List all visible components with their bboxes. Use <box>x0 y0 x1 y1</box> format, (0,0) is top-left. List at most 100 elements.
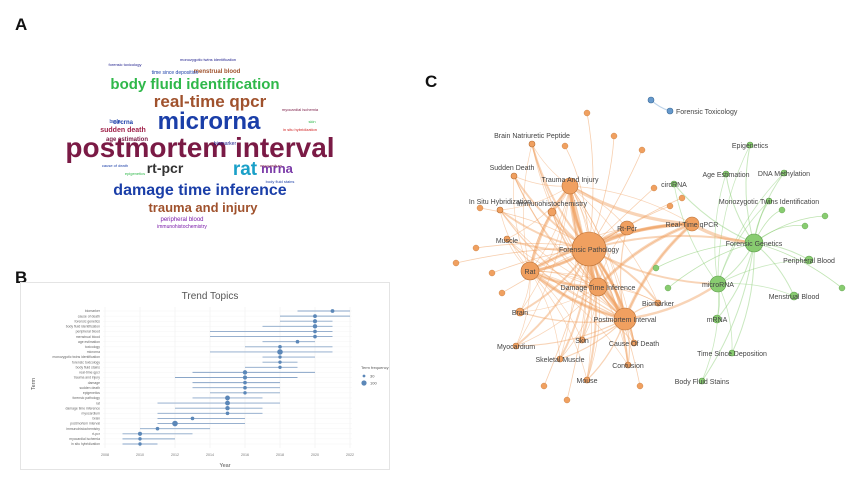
network-edge <box>569 184 693 226</box>
network-node-label: Body Fluid Stains <box>675 379 730 386</box>
network-edge <box>529 270 635 344</box>
network-edge <box>529 270 626 320</box>
y-axis-label: Term <box>31 377 37 390</box>
word-cloud-term: peripheral blood <box>160 217 203 223</box>
word-cloud-term: age estimation <box>106 137 148 143</box>
network-node <box>666 202 674 210</box>
network-node-label: Real-Time qPCR <box>666 222 719 229</box>
term-frequency-point <box>138 437 142 441</box>
term-label: forensic toxicology <box>72 360 100 364</box>
term-label: peripheral blood <box>76 330 100 334</box>
term-frequency-point <box>312 324 318 329</box>
network-edge <box>529 270 626 320</box>
network-edge <box>515 318 626 347</box>
network-node <box>666 107 674 115</box>
chart-frame <box>20 282 390 470</box>
term-label: rt-pcr <box>92 432 101 436</box>
network-edge <box>519 185 571 313</box>
network-node <box>496 206 504 214</box>
word-cloud-term: myocardial ischemia <box>282 107 319 112</box>
network-edge <box>529 270 629 366</box>
network-edge <box>529 185 571 272</box>
network-edge <box>529 185 571 272</box>
network-node-label: Rat <box>525 269 536 276</box>
network-node <box>650 184 658 192</box>
network-edge <box>515 185 571 347</box>
network-edge <box>753 242 843 289</box>
term-label: myocardial ischemia <box>69 437 100 441</box>
network-node <box>698 377 706 385</box>
term-label: brain <box>92 417 100 421</box>
term-label: real-time qpcr <box>79 371 101 375</box>
word-cloud-term: biomarker <box>214 141 237 147</box>
word-cloud-term: monozygotic twins identification <box>180 57 236 62</box>
term-label: forensic pathology <box>72 396 100 400</box>
network-node <box>712 314 722 324</box>
term-label: menstrual blood <box>76 335 100 339</box>
network-node <box>563 396 571 404</box>
network-edge <box>551 211 626 320</box>
network-node <box>765 197 773 205</box>
term-frequency-point <box>243 385 247 390</box>
word-cloud-term: cause of death <box>102 163 128 168</box>
word-cloud-term: time since deposition <box>152 70 199 76</box>
term-label: microrna <box>87 350 100 354</box>
network-node <box>520 261 540 281</box>
term-label: cause of death <box>78 314 100 318</box>
word-cloud-term: menstrual blood <box>194 69 241 75</box>
term-frequency-point <box>277 349 283 355</box>
term-frequency-point <box>242 375 248 380</box>
x-axis-label: Year <box>219 463 230 469</box>
network-edge <box>673 183 755 244</box>
network-edge <box>717 144 751 285</box>
network-node <box>778 206 786 214</box>
network-node <box>613 307 637 331</box>
network-node <box>515 307 525 317</box>
chart-title: Trend Topics <box>182 291 239 302</box>
network-edge <box>528 184 572 272</box>
network-node <box>578 336 586 344</box>
term-frequency-point <box>295 339 300 344</box>
network-edge <box>596 222 693 289</box>
network-node-label: Trauma And Injury <box>542 177 599 184</box>
network-edge <box>499 209 599 288</box>
network-edge <box>519 311 626 323</box>
network-edge <box>531 143 599 288</box>
term-label: immunohistochemistry <box>66 427 100 431</box>
network-node-label: Forensic Pathology <box>559 247 619 254</box>
network-node <box>654 299 662 307</box>
network-node <box>838 284 846 292</box>
network-edge <box>559 185 577 360</box>
network-node-label: Sudden Death <box>490 165 535 172</box>
network-edge <box>701 242 755 382</box>
word-cloud-term: mrna <box>261 161 294 176</box>
network-edge <box>701 283 719 382</box>
term-frequency-point <box>225 411 230 416</box>
network-edge <box>655 242 755 269</box>
legend-dot-small <box>362 374 366 378</box>
network-edge <box>506 238 626 320</box>
term-frequency-point <box>278 365 282 369</box>
network-node-label: Epigenetics <box>732 143 769 150</box>
term-frequency-point <box>225 395 230 401</box>
term-frequency-point <box>243 380 247 385</box>
term-frequency-point <box>312 319 318 324</box>
network-node <box>510 172 518 180</box>
panel-label-c: C <box>425 72 438 91</box>
term-label: body fluid stains <box>76 365 101 369</box>
word-cloud-term: postmortem interval <box>65 132 334 163</box>
network-node <box>556 355 564 363</box>
term-frequency-point <box>138 442 142 446</box>
term-frequency-point <box>225 400 230 406</box>
term-frequency-point <box>313 329 317 334</box>
term-label: damage <box>88 381 100 385</box>
network-node <box>610 132 618 140</box>
network-node <box>571 231 607 267</box>
x-tick-label: 2016 <box>241 453 249 457</box>
network-node <box>547 207 557 217</box>
network-edge <box>753 172 785 244</box>
network-node-label: Age Estimation <box>702 172 749 179</box>
term-label: toxicology <box>85 345 100 349</box>
network-node <box>498 289 506 297</box>
